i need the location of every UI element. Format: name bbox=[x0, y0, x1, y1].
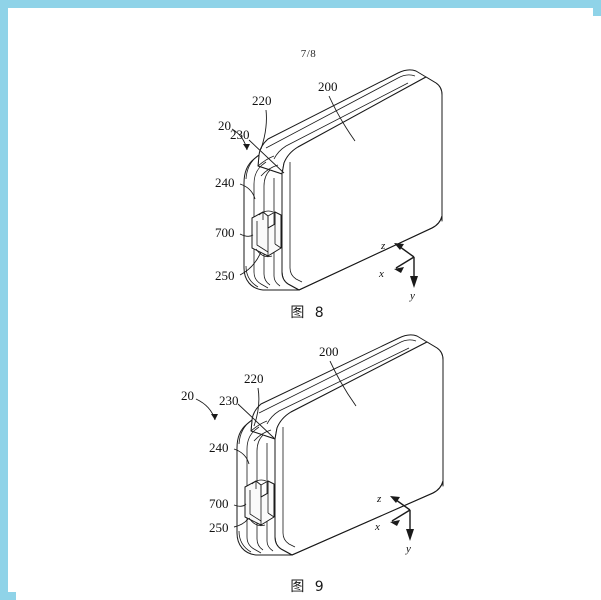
ref-numeral-20-fig8: 20 bbox=[218, 118, 231, 133]
ref-numeral-700-fig8: 700 bbox=[215, 225, 235, 240]
axis-label-z-fig8: z bbox=[380, 240, 386, 252]
device-body-fig9 bbox=[236, 334, 444, 556]
axis-label-z-fig9: z bbox=[376, 493, 382, 505]
ref-numeral-220-fig8: 220 bbox=[252, 93, 272, 108]
ref-numeral-240-fig9: 240 bbox=[209, 440, 229, 455]
ref-numeral-20-fig9: 20 bbox=[181, 388, 194, 403]
axis-label-y-fig8: y bbox=[409, 290, 415, 302]
axis-label-x-fig9: x bbox=[374, 521, 380, 533]
axis-indicator-fig9: z x y bbox=[374, 493, 414, 555]
ref-numeral-200-fig8: 200 bbox=[318, 79, 338, 94]
ref-numeral-230-fig8: 230 bbox=[230, 127, 250, 142]
ref-numeral-250-fig9: 250 bbox=[209, 520, 229, 535]
axis-label-y-fig9: y bbox=[405, 543, 411, 555]
axis-indicator-fig8: z x y bbox=[378, 240, 418, 302]
axis-label-x-fig8: x bbox=[378, 268, 384, 280]
ref-numeral-240-fig8: 240 bbox=[215, 175, 235, 190]
ref-numeral-250-fig8: 250 bbox=[215, 268, 235, 283]
ref-numeral-200-fig9: 200 bbox=[319, 344, 339, 359]
device-body-fig8 bbox=[243, 69, 443, 291]
ref-numeral-220-fig9: 220 bbox=[244, 371, 264, 386]
ref-numeral-230-fig9: 230 bbox=[219, 393, 239, 408]
bracket-feature-fig8 bbox=[251, 210, 282, 258]
bracket-feature-fig9 bbox=[244, 479, 275, 527]
figure-8-caption: 图 8 bbox=[290, 305, 327, 321]
page-number: 7/8 bbox=[300, 48, 317, 60]
figure-8-leaders bbox=[231, 95, 356, 276]
ref-numeral-700-fig9: 700 bbox=[209, 496, 229, 511]
figure-9-leaders bbox=[195, 360, 357, 528]
drawing-sheet: 7/8 bbox=[16, 16, 601, 600]
figure-9-caption: 图 9 bbox=[290, 579, 327, 595]
